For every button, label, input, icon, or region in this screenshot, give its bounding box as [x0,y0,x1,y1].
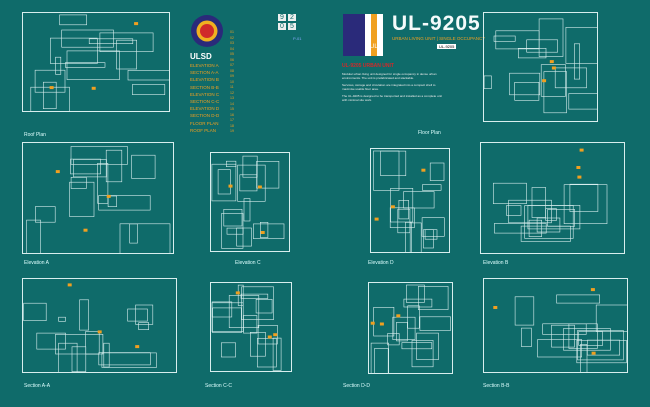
code-digit: 5 [288,23,296,30]
legend-number: 07 [230,63,234,67]
tag: UL-9205 [437,44,457,49]
legend-number: 15 [230,107,234,111]
blueprint-lines [30,14,177,119]
blueprint-elevation-c [210,152,290,252]
blueprint-lines [211,284,282,371]
view-label: Roof Plan [24,132,46,138]
legend-number: 09 [230,74,234,78]
description-heading: UL-9205 URBAN UNIT [342,63,394,69]
badge: UL9 [370,44,382,50]
view-label: Floor Plan [418,130,441,136]
view-label: Elevation B [483,260,509,266]
legend-number: 04 [230,46,234,51]
blueprint-lines [23,283,157,375]
blueprint-elevation-d [370,148,450,257]
code-digit: 2 [288,14,296,21]
view-label: Elevation C [235,260,261,266]
code-digit: 0 [278,23,286,30]
legend-number: 08 [230,68,234,73]
blueprint-lines [493,148,608,242]
view-label: Section A-A [24,383,51,389]
legend-number: 11 [230,85,234,89]
code-suffix: P-01 [293,36,302,41]
blueprint-lines [493,288,637,380]
legend-item: SECTION A-A [190,70,219,76]
legend-number: 12 [230,90,234,95]
blueprint-lines [211,155,285,249]
legend-item: SECTION B-B [190,84,219,90]
legend-item: ELEVATION A [190,63,219,68]
flag-logo [343,14,383,56]
blueprint-section-a [22,278,177,375]
blueprint-lines [483,18,604,114]
legend-number: 13 [230,96,234,100]
blueprint-section-c [210,282,292,372]
blueprint-section-d [368,282,453,378]
legend-number: 18 [230,123,234,128]
view-label: Elevation D [368,260,394,266]
blueprint-lines [26,146,171,260]
view-label: Elevation A [24,260,50,266]
legend-number: 06 [230,57,234,62]
legend-number: 10 [230,79,234,84]
paragraph: Services, storage and circulation are in… [342,83,436,91]
blueprint-floor-plan [480,142,625,254]
legend-number: 14 [230,101,234,106]
blueprint-lines [370,284,451,378]
view-label: Section C-C [205,383,232,389]
view-label: Section D-D [343,383,370,389]
view-label: Section B-B [483,383,510,389]
legend-number: 03 [230,41,234,45]
legend-number: 16 [230,112,234,117]
blueprint-section-b [483,278,637,380]
legend-title: ULSD [190,52,212,61]
legend-number: 19 [230,129,234,133]
page-subtitle: URBAN LIVING UNIT | SINGLE OCCUPANCY [392,36,486,41]
legend-left: ELEVATION A SECTION A-A ELEVATION B SECT… [190,62,219,134]
blueprint-roof-plan [22,142,174,260]
legend-number: 05 [230,52,234,56]
legend-item: ROOF PLAN [190,127,217,133]
legend-item: SECTION C-C [190,99,220,105]
legend-number: 17 [230,118,234,122]
page-title: UL-9205 [392,12,481,35]
description: Modular urban living unit designed for s… [342,72,444,102]
paragraph: The UL-9205 is designed to be transporte… [342,94,442,102]
code-logo: 9 2 0 5 [278,14,296,30]
code-digit: 9 [278,14,286,21]
legend-item: SECTION D-D [190,113,220,119]
legend-item: FLOOR PLAN [190,120,219,126]
legend-number: 02 [230,35,234,40]
roundel-logo [191,15,223,47]
blueprint-elevation-top-left [22,12,177,119]
legend-number: 01 [230,30,234,34]
legend-item: ELEVATION C [190,91,220,97]
paragraph: Modular urban living unit designed for s… [342,72,437,80]
blueprint-lines [373,150,445,257]
blueprint-plan-top-right [483,12,604,122]
legend-item: ELEVATION D [190,106,220,112]
legend-item: ELEVATION B [190,77,219,83]
